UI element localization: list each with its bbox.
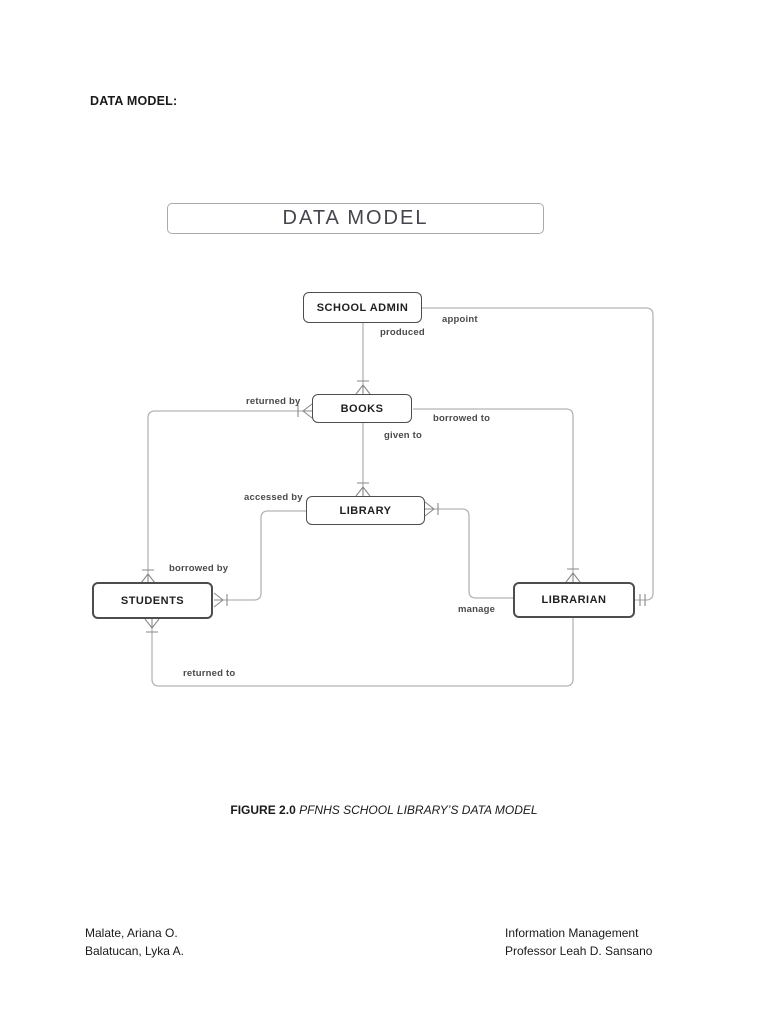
entity-librarian: LIBRARIAN [513,582,635,618]
figure-caption-number: FIGURE 2.0 [230,803,296,817]
entity-books-label: BOOKS [340,402,384,415]
entity-school-admin-label: SCHOOL ADMIN [316,301,409,314]
footer-author-1: Malate, Ariana O. [85,926,178,940]
crow-foot-librarian-top [565,568,581,583]
entity-library-label: LIBRARY [339,504,392,517]
crow-foot-library-right [424,501,439,517]
diagram-title: DATA MODEL [282,207,429,229]
entity-students: STUDENTS [92,582,213,619]
relationship-label-appoint: appoint [442,314,478,325]
connector-returned-to [151,618,574,687]
figure-caption-text: PFNHS SCHOOL LIBRARY’S DATA MODEL [299,803,538,817]
crow-foot-books-left [297,403,313,419]
footer-course-info: Information Management Professor Leah D.… [505,924,652,960]
entity-school-admin: SCHOOL ADMIN [303,292,422,323]
connector-appoint [422,307,654,601]
connector-manage [434,508,513,599]
relationship-label-manage: manage [458,604,496,615]
crow-foot-students-right [213,592,228,608]
figure-caption: FIGURE 2.0 PFNHS SCHOOL LIBRARY’S DATA M… [0,803,768,817]
entity-students-label: STUDENTS [120,594,185,607]
footer-authors: Malate, Ariana O. Balatucan, Lyka A. [85,924,184,960]
entity-librarian-label: LIBRARIAN [541,594,607,606]
relationship-label-produced: produced [380,327,425,338]
entity-books: BOOKS [312,394,412,423]
relationship-label-given-to: given to [384,430,423,441]
relationship-label-returned-to: returned to [183,668,236,679]
diagram-title-box: DATA MODEL [167,203,544,234]
double-bar-librarian-right [639,594,646,606]
crow-foot-students-top [140,569,156,584]
relationship-label-borrowed-by: borrowed by [169,563,229,574]
connector-accessed-by [223,510,306,601]
relationship-label-returned-by: returned by [246,396,301,407]
crow-foot-library-top [355,482,371,497]
footer-professor: Professor Leah D. Sansano [505,944,653,958]
relationship-label-borrowed-to: borrowed to [433,413,491,424]
crow-foot-books-top [355,380,371,395]
connector-borrowed-to [413,408,574,573]
entity-library: LIBRARY [306,496,425,525]
relationship-label-accessed-by: accessed by [244,492,303,503]
connector-returned-by-borrowed-by [147,410,303,574]
footer-course: Information Management [505,926,639,940]
crow-foot-students-bottom [144,618,160,633]
footer-author-2: Balatucan, Lyka A. [85,944,184,958]
page-title: DATA MODEL: [90,94,178,108]
